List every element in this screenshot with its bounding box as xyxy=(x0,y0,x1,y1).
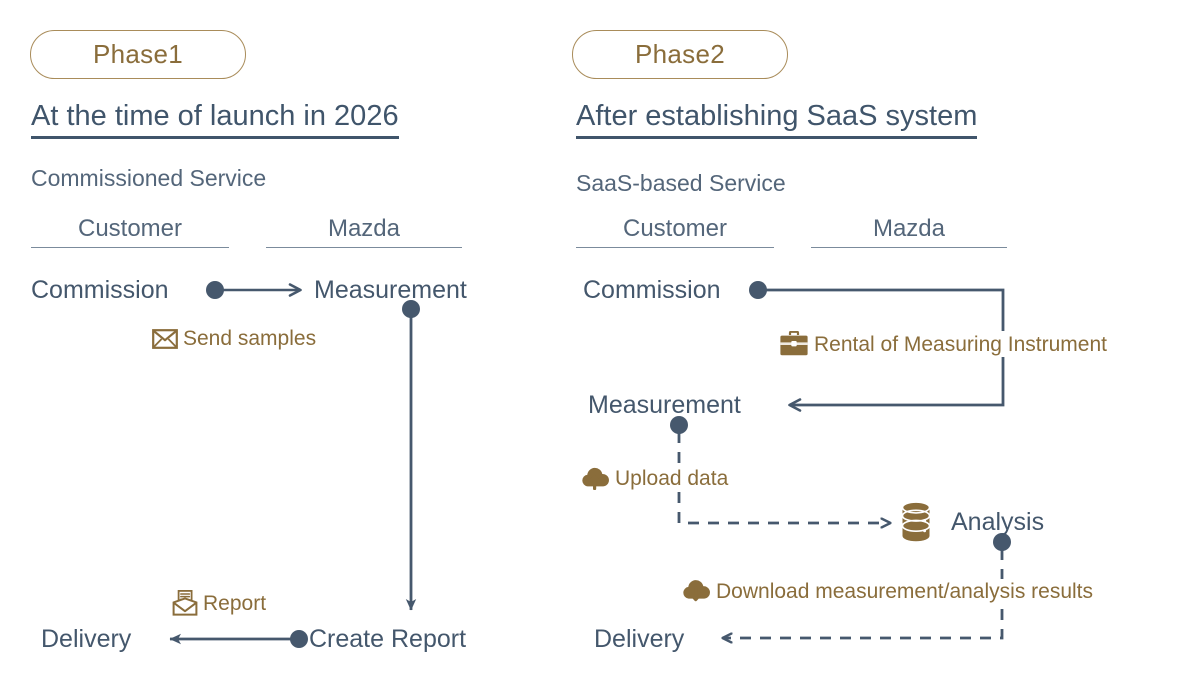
node-analysis-2: Analysis xyxy=(951,508,1045,536)
wire-create-report-to-delivery-p1 xyxy=(169,630,308,648)
phase-badge-2[interactable]: Phase2 xyxy=(572,30,788,79)
annotation-rental: Rental of Measuring Instrument xyxy=(777,331,1109,357)
lane-header-customer-2: Customer xyxy=(576,215,774,248)
annotation-send-samples: Send samples xyxy=(152,328,316,349)
phase-badge-label: Phase2 xyxy=(635,39,725,69)
cloud-upload-icon xyxy=(580,466,610,490)
node-delivery-1: Delivery xyxy=(41,625,132,653)
wire-measurement-to-analysis-p2 xyxy=(670,416,890,523)
annotation-send-samples-label: Send samples xyxy=(183,327,317,350)
annotation-report: Report xyxy=(172,590,266,616)
node-measurement-2: Measurement xyxy=(588,391,741,419)
briefcase-icon xyxy=(779,331,809,357)
page-title-2: After establishing SaaS system xyxy=(576,100,978,139)
cloud-download-icon xyxy=(681,579,711,603)
annotation-download: Download measurement/analysis results xyxy=(679,579,1096,603)
envelope-icon xyxy=(152,328,178,349)
annotation-download-label: Download measurement/analysis results xyxy=(716,579,1094,603)
lane-header-mazda-1: Mazda xyxy=(266,215,462,248)
annotation-rental-label: Rental of Measuring Instrument xyxy=(814,332,1107,356)
phase-badge-1[interactable]: Phase1 xyxy=(30,30,246,79)
node-delivery-2: Delivery xyxy=(594,625,685,653)
lane-header-customer-1: Customer xyxy=(31,215,229,248)
wire-measurement-to-create-report-p1 xyxy=(402,300,420,611)
annotation-report-label: Report xyxy=(203,591,267,615)
node-commission-1: Commission xyxy=(31,276,169,304)
lane-header-mazda-2: Mazda xyxy=(811,215,1007,248)
node-commission-2: Commission xyxy=(583,276,721,304)
annotation-upload: Upload data xyxy=(578,466,731,490)
phase-badge-label: Phase1 xyxy=(93,39,183,69)
service-type-2: SaaS-based Service xyxy=(576,170,786,196)
node-measurement-1: Measurement xyxy=(314,276,467,304)
wire-analysis-to-delivery-p2 xyxy=(723,533,1011,638)
open-envelope-document-icon xyxy=(172,590,198,616)
service-type-1: Commissioned Service xyxy=(31,165,267,191)
page-title-1: At the time of launch in 2026 xyxy=(31,100,399,139)
node-create-report-1: Create Report xyxy=(309,625,467,653)
wire-commission-to-measurement-p1 xyxy=(206,281,302,299)
database-icon xyxy=(899,500,933,547)
annotation-upload-label: Upload data xyxy=(615,466,729,490)
